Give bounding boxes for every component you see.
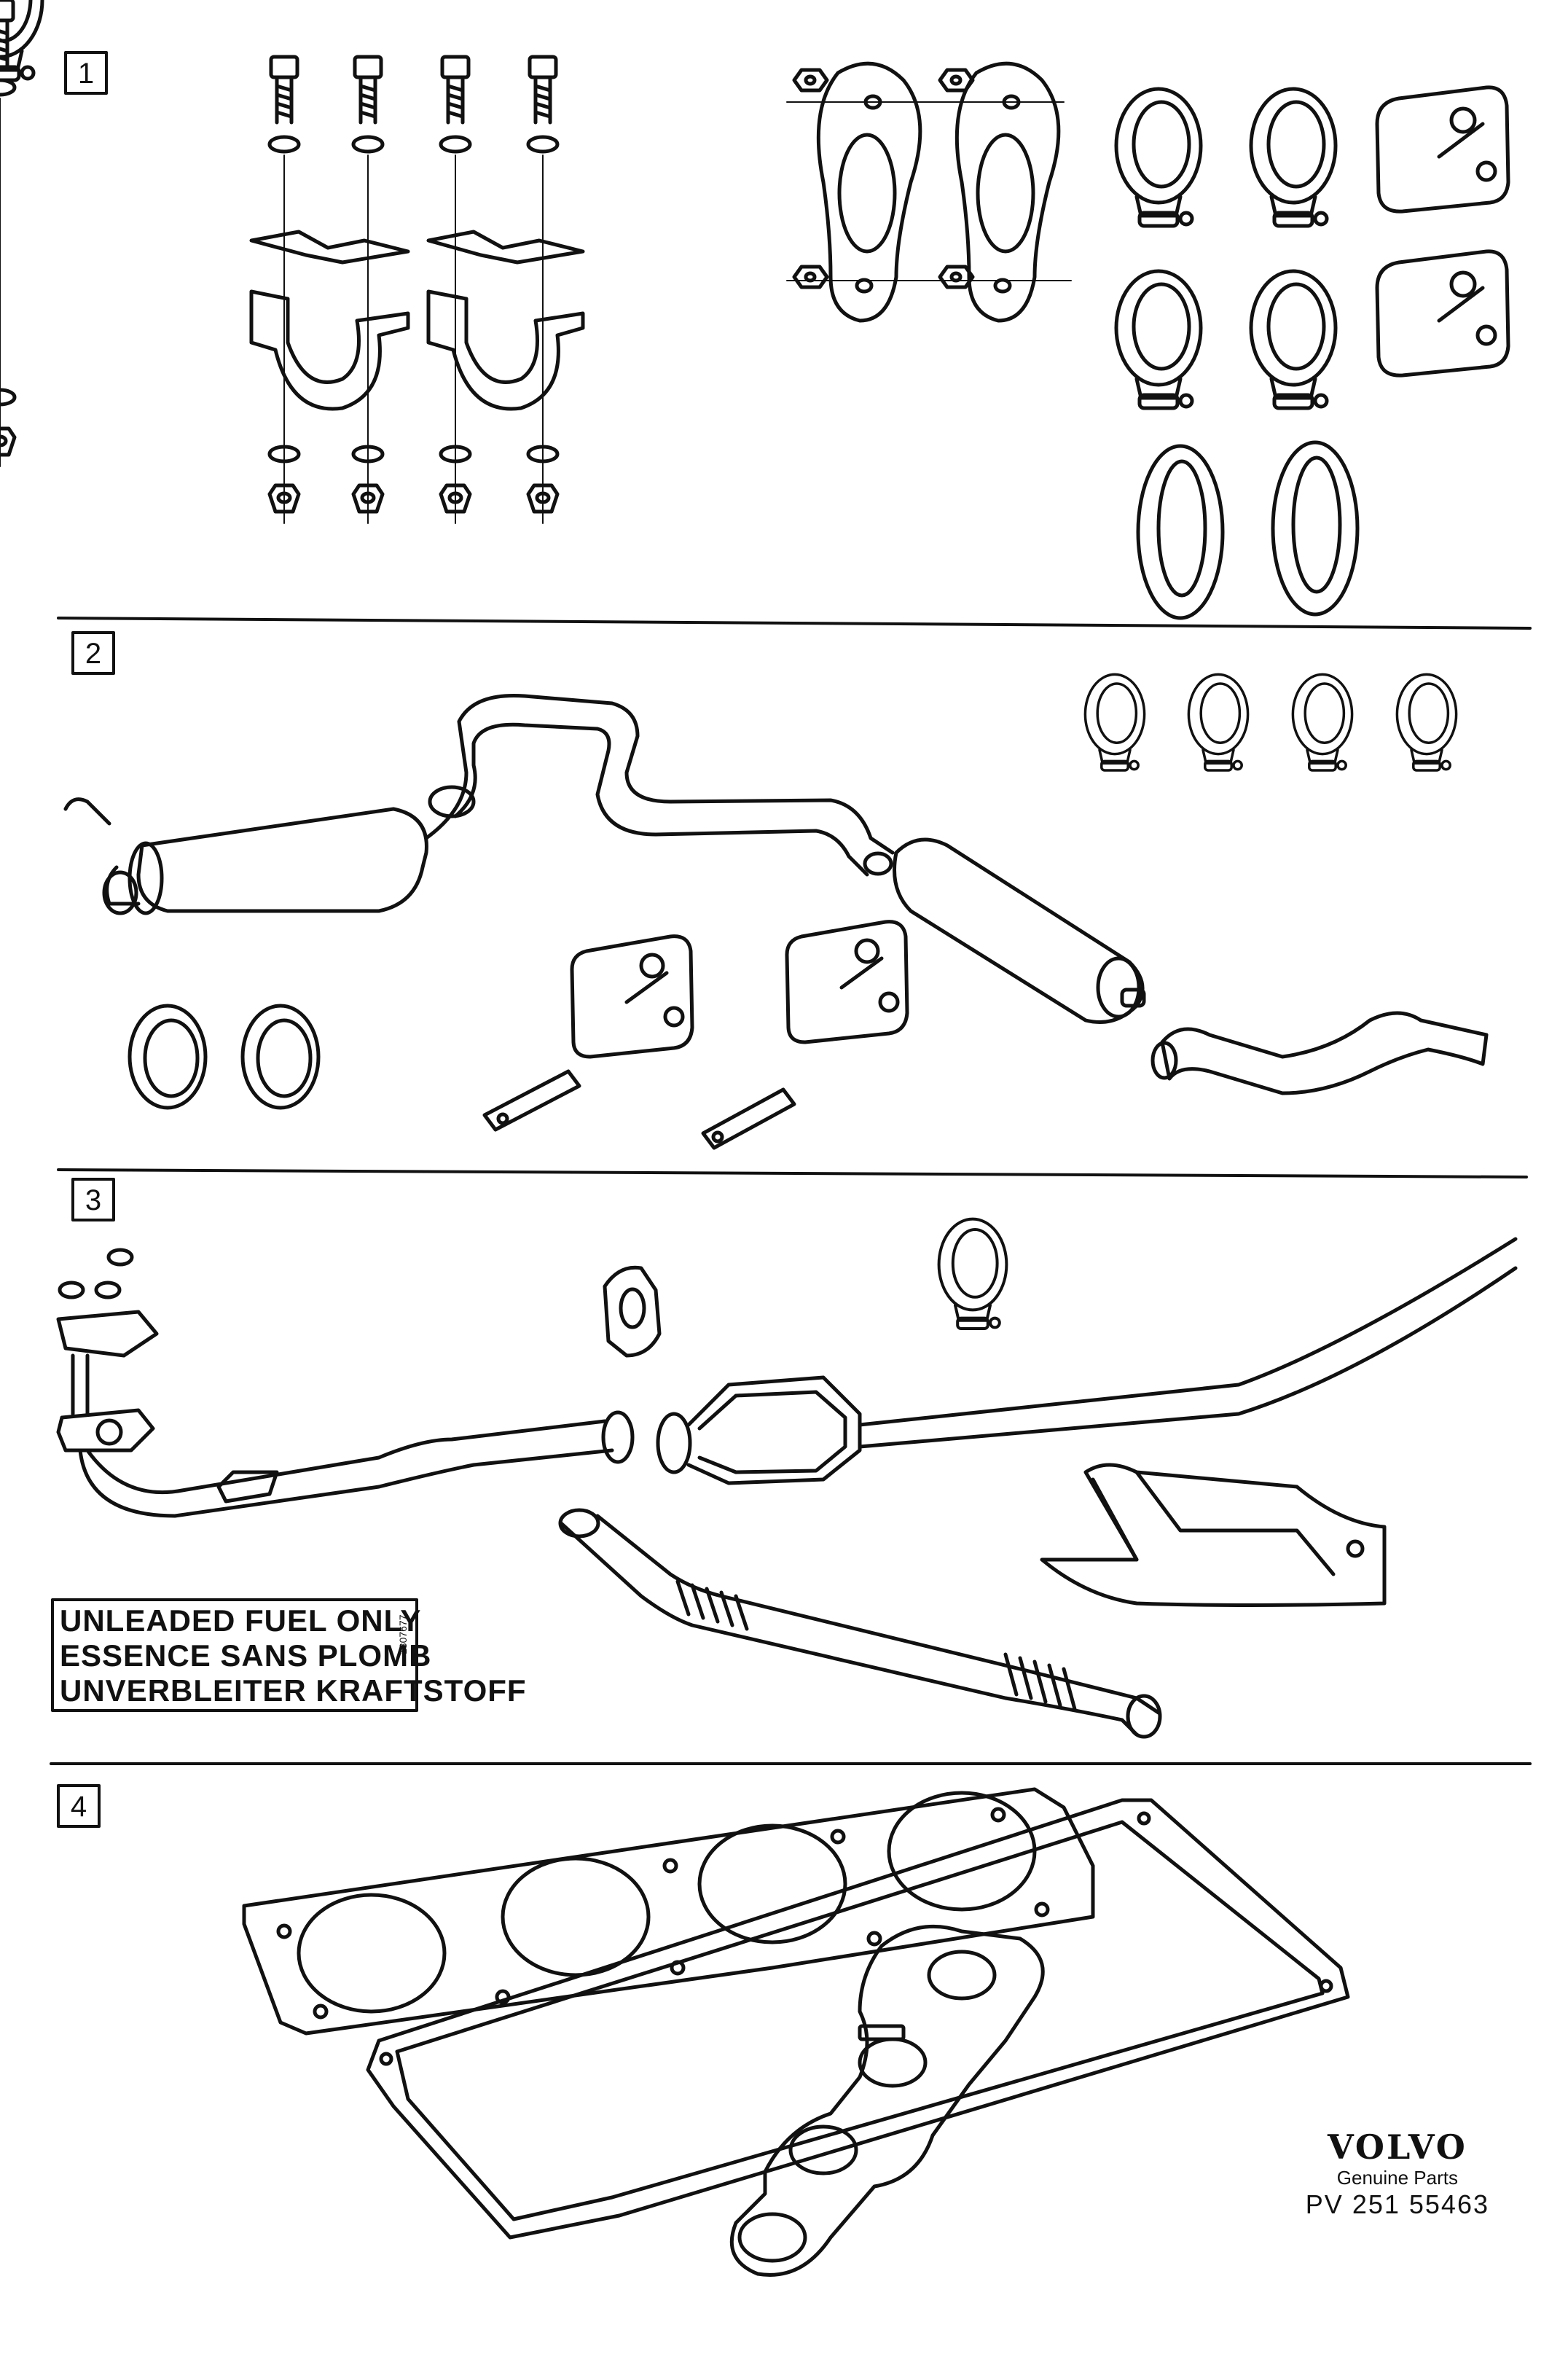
intermediate-pipe — [424, 693, 895, 877]
section-divider-2 — [57, 1168, 1528, 1178]
mounting-bracket-left — [249, 230, 410, 411]
footer-branding: VOLVO Genuine Parts PV 251 55463 — [1306, 2127, 1489, 2220]
sealing-rings — [128, 1004, 321, 1110]
flexible-connection-pipe — [558, 1508, 1162, 1739]
brand-subtitle: Genuine Parts — [1336, 2167, 1458, 2189]
section-2-number-box — [71, 631, 115, 675]
section-2: 2 — [63, 631, 1489, 1150]
section-1: 1 — [0, 0, 1510, 620]
part-number: PV 251 55463 — [1305, 2189, 1489, 2219]
rear-muffler — [893, 837, 1489, 1095]
section-3-number: 3 — [85, 1184, 101, 1216]
flange-gaskets — [786, 61, 1072, 323]
heat-shield — [1040, 1463, 1387, 1607]
section-2-number: 2 — [85, 638, 101, 670]
rubber-hanger-blocks — [1375, 85, 1510, 378]
mounting-bolt-set — [0, 0, 17, 467]
section-4-number: 4 — [71, 1791, 87, 1823]
intake-manifold-gasket — [729, 1924, 1045, 2277]
volvo-logo: VOLVO — [1328, 2127, 1467, 2167]
unleaded-warning-label: UNLEADED FUEL ONLY ESSENCE SANS PLOMB UN… — [51, 1598, 527, 1712]
front-exhaust-pipe — [56, 1248, 635, 1518]
mounting-bracket-right — [426, 230, 585, 411]
flange-gasket-section-3 — [603, 1265, 662, 1358]
warning-side-code: 1307677 — [397, 1614, 409, 1654]
section-3: 3 — [51, 1178, 1518, 1739]
front-muffler — [63, 797, 428, 915]
warning-line-2: ESSENCE SANS PLOMB — [60, 1638, 431, 1673]
clamp-set-section-2 — [1083, 673, 1458, 772]
hangers-with-bolts — [482, 920, 909, 1150]
pipe-clamp — [0, 0, 44, 82]
warning-line-1: UNLEADED FUEL ONLY — [60, 1603, 421, 1638]
valve-cover-gasket — [366, 1798, 1350, 2240]
section-1-number-box — [64, 51, 108, 95]
section-divider-1 — [57, 617, 1532, 630]
catalytic-converter — [656, 1237, 1518, 1485]
cylinder-head-gasket — [242, 1787, 1095, 2036]
oval-rubber-rings — [1136, 440, 1360, 620]
section-4-number-box — [57, 1784, 101, 1828]
section-3-number-box — [71, 1178, 115, 1221]
section-1-number: 1 — [78, 58, 94, 90]
section-4: 4 — [57, 1784, 1350, 2277]
warning-line-3: UNVERBLEITER KRAFTSTOFF — [60, 1673, 527, 1708]
